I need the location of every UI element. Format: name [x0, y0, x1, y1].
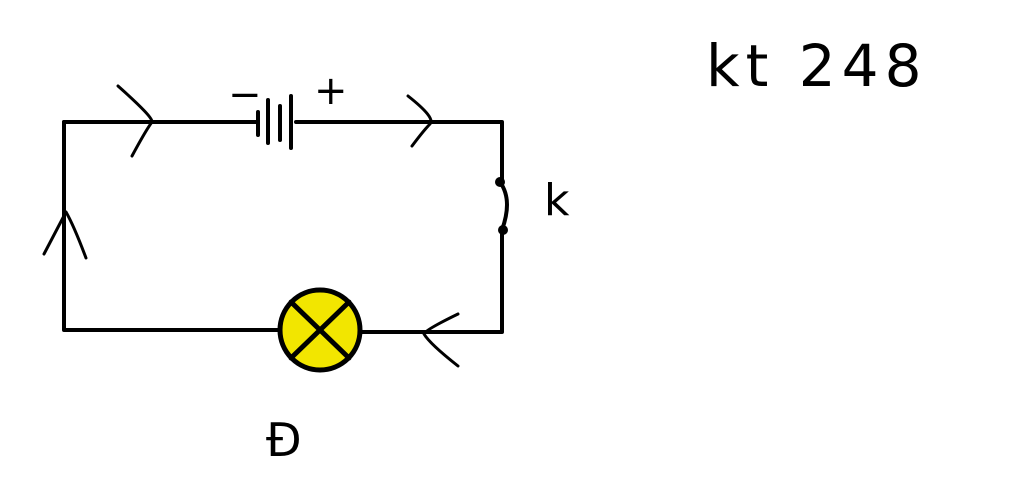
- switch-label: k: [544, 175, 570, 226]
- switch-icon: [495, 177, 509, 235]
- wire-bottom-left: [62, 120, 283, 332]
- wire-top-right: [294, 120, 504, 184]
- current-arrow-icon: [116, 84, 154, 158]
- battery-minus-label: −: [228, 72, 262, 118]
- wire-right-lower: [358, 228, 504, 334]
- current-arrow-icon: [422, 312, 460, 368]
- circuit-wires: [62, 120, 504, 334]
- bulb-label: Đ: [266, 413, 302, 467]
- current-arrows: [42, 84, 460, 368]
- title-text: kt 248: [706, 32, 927, 100]
- current-arrow-icon: [406, 94, 433, 148]
- battery-plus-label: +: [314, 68, 348, 114]
- battery-icon: [256, 94, 293, 150]
- current-arrow-icon: [42, 210, 88, 260]
- bulb-cross-2: [288, 299, 352, 361]
- bulb-icon: [277, 287, 363, 373]
